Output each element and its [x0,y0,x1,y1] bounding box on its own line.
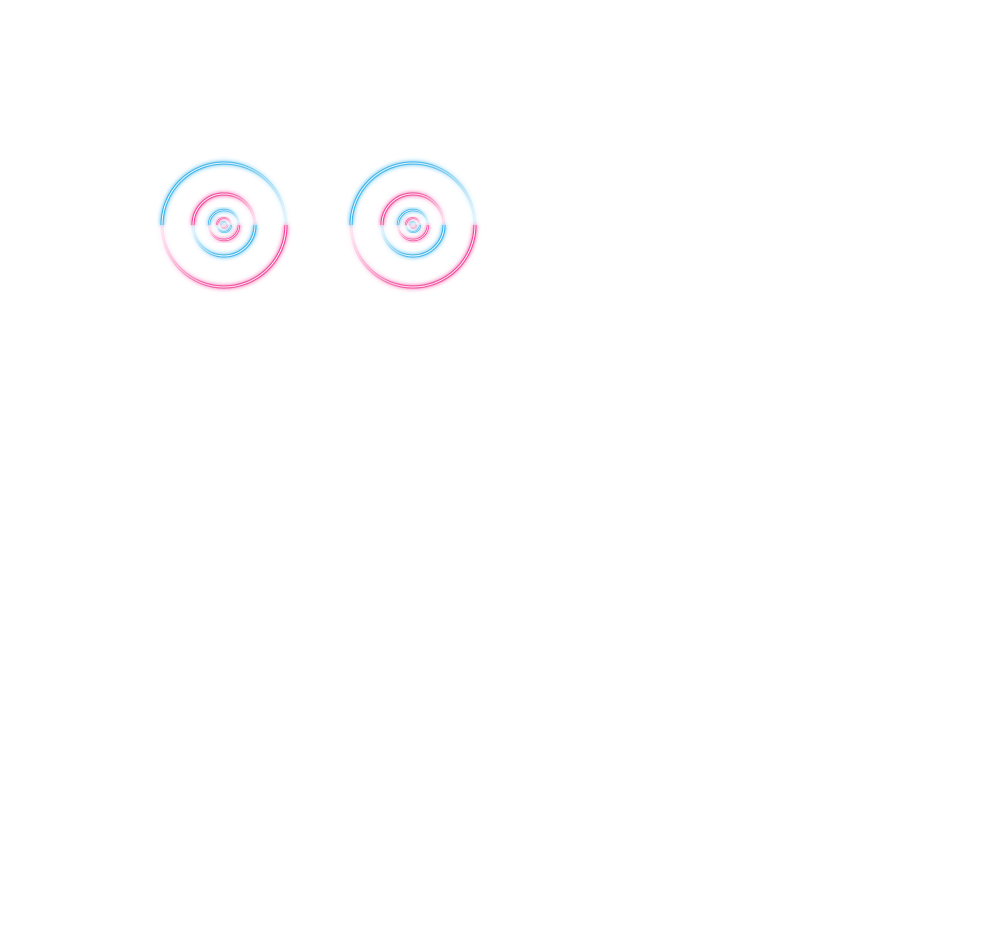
ring-4-bottom-arc-highlight [216,224,232,233]
spiral-loader-1 [160,161,288,289]
ring-5-bottom-arc-highlight [409,224,417,229]
ring-1-top-arc-highlight [350,162,476,226]
ring-1-bottom-arc-highlight [350,224,476,288]
ring-3-bottom-arc-highlight [397,224,429,241]
spiral-loader-2 [349,161,477,289]
ring-4-top-arc-highlight [216,217,232,226]
ring-2-top-arc-highlight [381,193,445,226]
ring-4-bottom-arc-highlight [405,224,421,233]
ring-3-top-arc-highlight [208,209,240,226]
ring-5-top-arc-highlight [220,221,228,226]
ring-2-bottom-arc-highlight [381,224,445,257]
ring-5-top-arc-highlight [409,221,417,226]
ring-3-bottom-arc-highlight [208,224,240,241]
ring-2-bottom-arc-highlight [192,224,256,257]
ring-3-top-arc-highlight [397,209,429,226]
ring-2-top-arc-highlight [192,193,256,226]
ring-4-top-arc-highlight [405,217,421,226]
ring-1-bottom-arc-highlight [161,224,287,288]
ring-5-bottom-arc-highlight [220,224,228,229]
ring-1-top-arc-highlight [161,162,287,226]
